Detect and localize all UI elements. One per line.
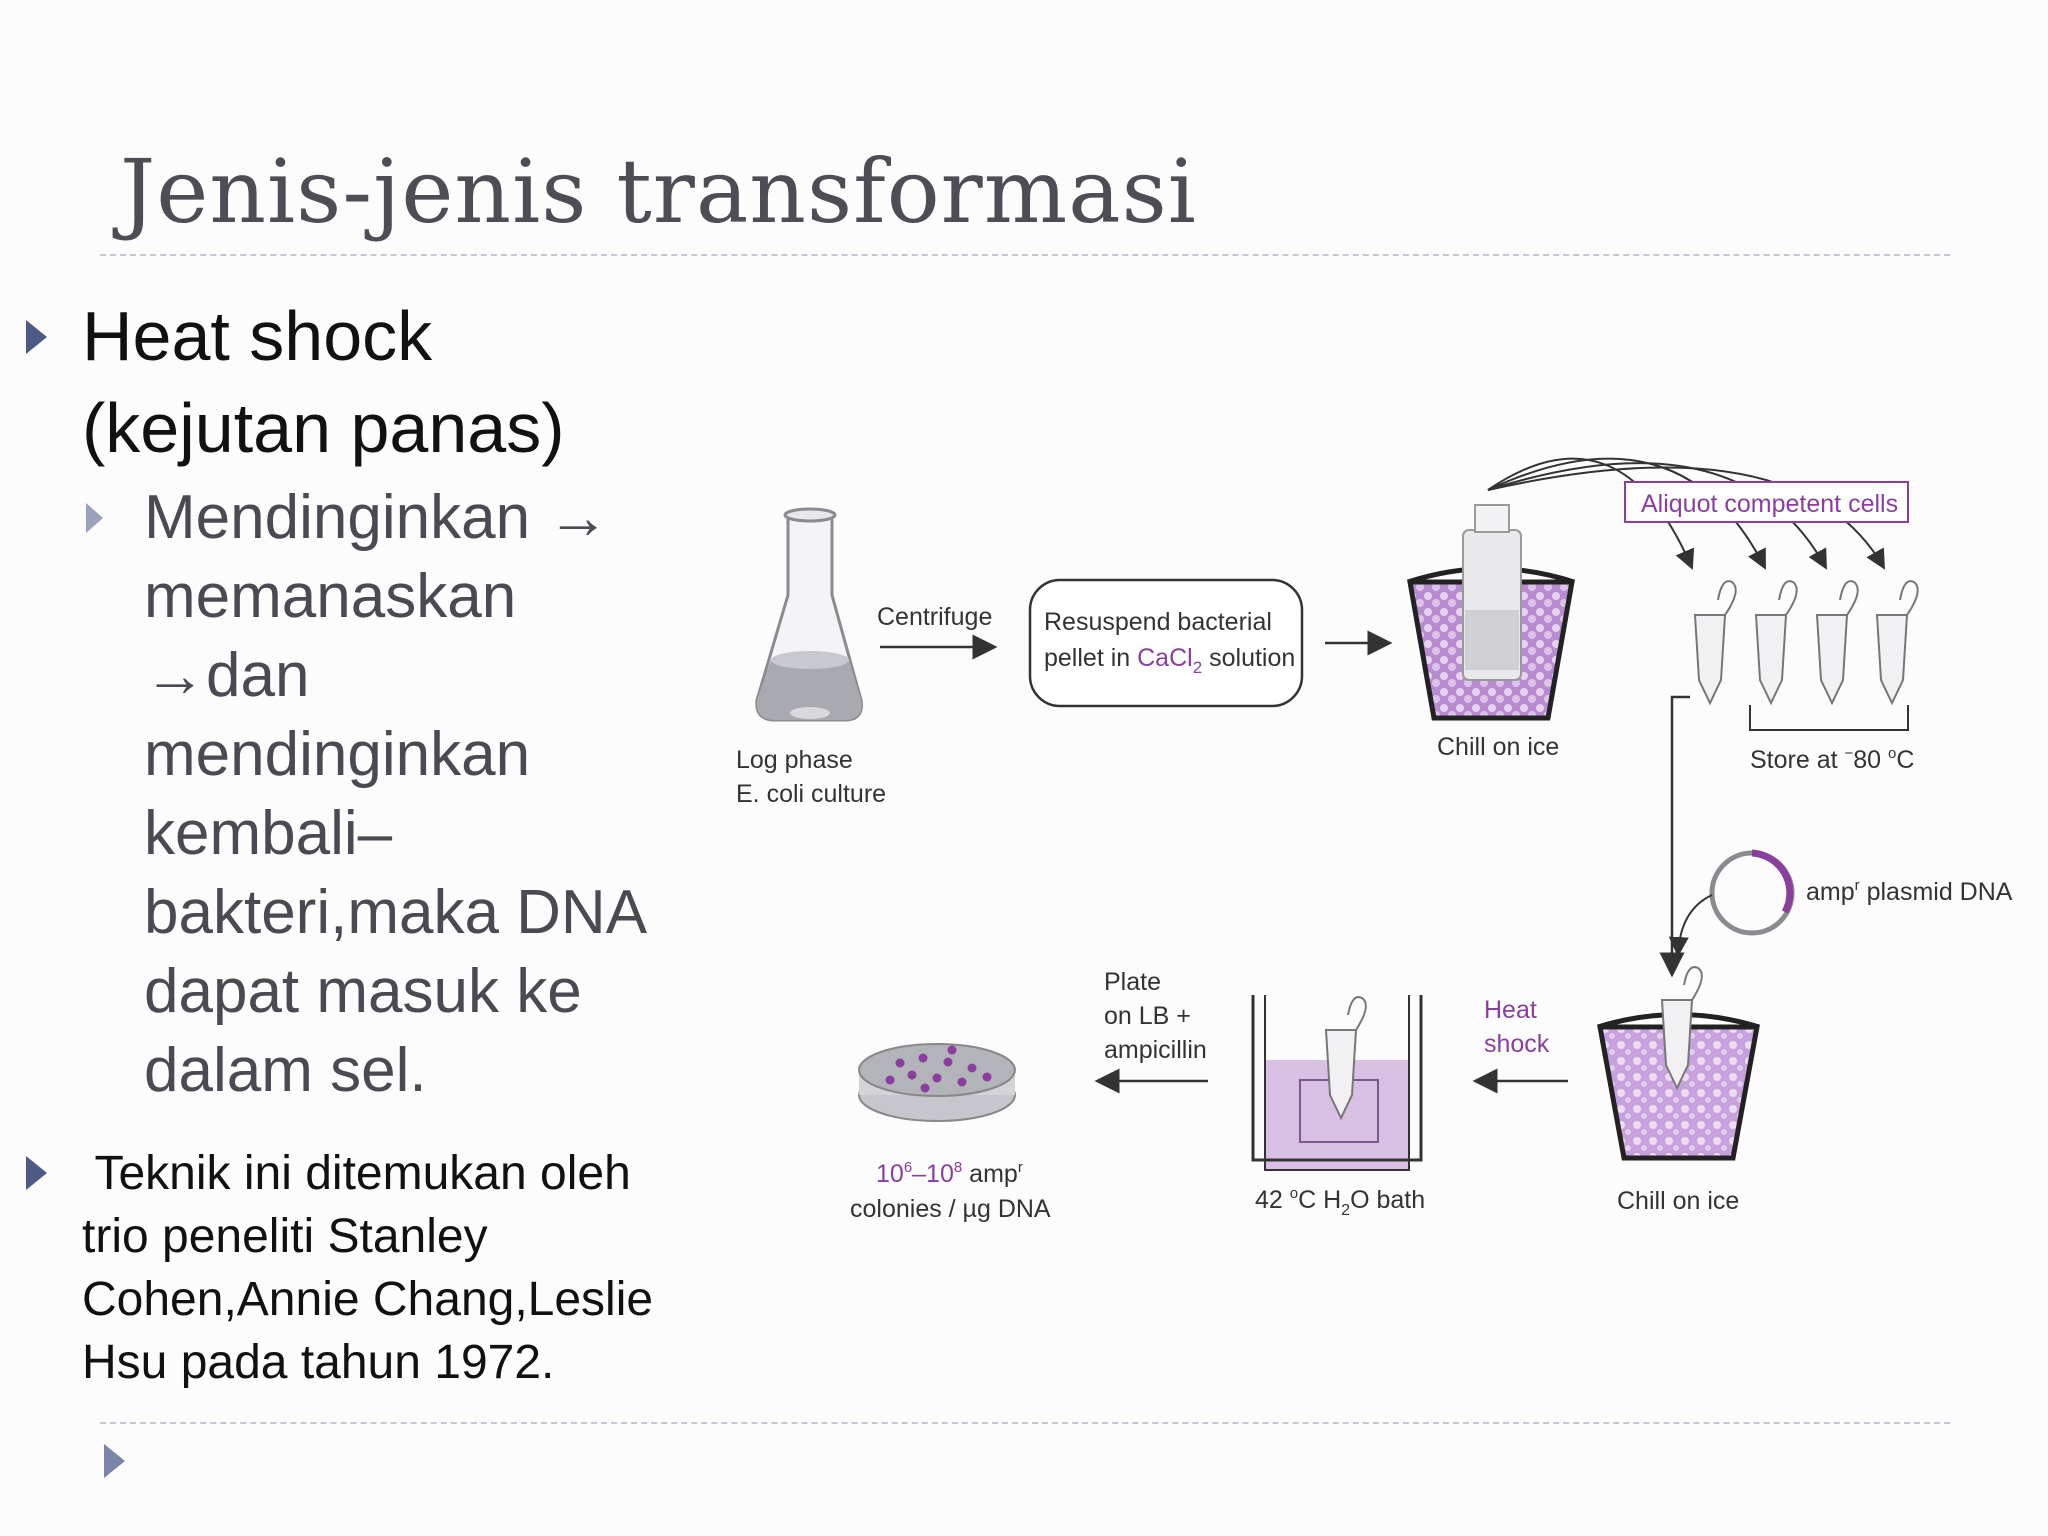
erlenmeyer-flask-icon — [755, 507, 863, 722]
chill-on-ice-bottom-label: Chill on ice — [1617, 1187, 1739, 1215]
shock-label: shock — [1484, 1030, 1550, 1058]
note-line: Teknik ini ditemukan oleh — [82, 1147, 631, 1200]
plate-label-3: ampicillin — [1104, 1036, 1207, 1064]
transformation-diagram: Log phase E. coli culture Centrifuge Res… — [736, 457, 2013, 1223]
sub-bullet-line: dapat masuk ke — [144, 957, 582, 1026]
slide-title: Jenis-jenis transformasi — [120, 140, 1197, 243]
centrifuge-label: Centrifuge — [877, 603, 992, 631]
main-bullet-line: Heat shock — [82, 297, 433, 375]
main-bullet-text: Heat shock (kejutan panas) — [82, 290, 565, 474]
store-label: Store at −80 oC — [1750, 745, 1914, 774]
next-slide-arrow-icon[interactable] — [104, 1444, 125, 1478]
sub-bullet-text: Mendinginkan → memanaskan →dan mendingin… — [144, 478, 647, 1110]
ecoli-culture-label: E. coli culture — [736, 780, 886, 808]
resuspend-box — [1028, 578, 1304, 708]
colonies-label-1: 106–108 ampr — [876, 1159, 1023, 1188]
sub-bullet-line: mendinginkan — [144, 720, 531, 789]
resuspend-line-1: Resuspend bacterial — [1044, 608, 1272, 636]
resuspend-line-2: pellet in CaCl2 solution — [1044, 644, 1295, 677]
colonies-label-2: colonies / µg DNA — [850, 1195, 1051, 1223]
bullet-arrow-icon — [26, 320, 47, 354]
note-line: Hsu pada tahun 1972. — [82, 1336, 555, 1389]
sub-bullet-arrow-icon — [86, 503, 103, 533]
aliquot-label-box — [1624, 481, 1909, 523]
sub-bullet-line: memanaskan — [144, 562, 517, 631]
sub-bullet-line: dalam sel. — [144, 1036, 427, 1105]
plate-label-1: Plate — [1104, 968, 1161, 996]
plate-label-2: on LB + — [1104, 1002, 1191, 1030]
sub-bullet-line: kembali– — [144, 799, 393, 868]
water-bath-icon — [1251, 995, 1423, 1171]
chill-on-ice-top-label: Chill on ice — [1437, 733, 1559, 761]
sub-bullet-line: bakteri,maka DNA — [144, 878, 648, 947]
plasmid-label: ampr plasmid DNA — [1806, 877, 2013, 906]
flow-arrow — [1659, 695, 1690, 978]
ice-bucket-icon — [1407, 504, 1575, 721]
microcentrifuge-tubes-icon — [1693, 580, 1919, 706]
log-phase-label: Log phase — [736, 746, 853, 774]
petri-dish-icon — [858, 1043, 1016, 1122]
sub-bullet-line: Mendinginkan → — [144, 483, 610, 552]
title-divider — [100, 254, 1950, 256]
plasmid-icon — [1668, 849, 1795, 957]
aliquot-arrows — [1487, 457, 1885, 570]
heat-label: Heat — [1484, 996, 1537, 1024]
sub-bullet-line: →dan — [144, 641, 310, 710]
note-bullet-text: Teknik ini ditemukan oleh trio peneliti … — [82, 1142, 653, 1394]
footer-divider — [100, 1422, 1950, 1424]
main-bullet-line: (kejutan panas) — [82, 389, 565, 467]
note-line: Cohen,Annie Chang,Leslie — [82, 1273, 654, 1326]
note-line: trio peneliti Stanley — [82, 1210, 488, 1263]
store-bracket — [1749, 705, 1909, 731]
bath-label: 42 oC H2O bath — [1255, 1185, 1425, 1219]
bullet-arrow-icon — [26, 1156, 47, 1190]
aliquot-label: Aliquot competent cells — [1641, 490, 1898, 518]
ice-bucket-icon — [1597, 966, 1760, 1161]
